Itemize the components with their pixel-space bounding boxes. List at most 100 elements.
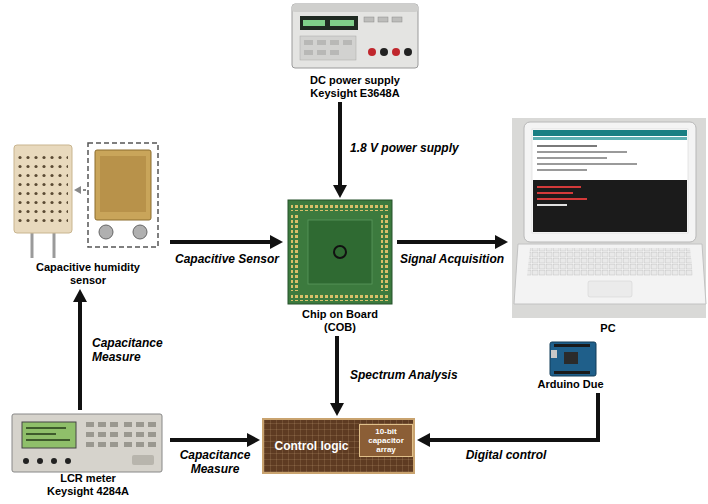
arduino-board-picture-part [551,350,557,358]
flow-arrow [333,102,347,198]
lcr-meter-picture-part [148,422,156,427]
lcr-meter-picture-part [136,422,144,427]
laptop-picture-part [588,281,632,297]
humidity-sensor-picture-part [100,156,146,212]
edge-label: 1.8 V power supply [350,141,459,155]
arrow-shaft [78,300,82,410]
flow-arrow [330,336,344,416]
lcr-meter-picture-part [23,458,29,464]
arduino-board-picture-part [554,371,590,374]
laptop-picture [512,118,706,318]
dc-power-supply-picture-part [292,4,418,12]
edge-label: Capacitive Sensor [175,252,279,266]
chip-on-board-node: Chip on Board (COB) [285,200,395,334]
lcr-meter-picture-part [12,414,162,472]
arrow-head [495,235,508,249]
lcr-meter-picture-part [98,432,106,437]
capacitor-array-node: 10-bit capacitor array [359,424,413,457]
dc-power-supply-picture-part [378,17,388,22]
edge-label: Capacitance Measure [170,448,260,476]
pc-node: PC [510,118,706,335]
laptop-picture-part [537,163,637,165]
laptop-picture-part [537,157,607,159]
laptop-picture-part [537,169,587,171]
lcr-meter-picture-part [86,442,94,447]
dc-power-supply-picture-part [304,50,313,55]
humidity-sensor-picture [14,143,158,258]
edge-label: Capacitance Measure [92,336,182,364]
flow-arrow [397,235,508,249]
lcr-meter-picture-part [148,442,156,447]
arrow-head [247,433,260,447]
dc-power-supply-picture [292,4,418,68]
lcr-meter-picture-part [148,432,156,437]
arrow-shaft [428,393,598,440]
laptop-picture-part [533,180,687,232]
device-caption: Keysight 4284A [8,485,168,498]
device-caption: DC power supply [290,74,420,87]
dc-power-supply-picture-part [330,50,339,55]
block-label: 10-bit capacitor array [362,427,410,454]
arrow-head [333,185,347,198]
humidity-sensor-picture-part [133,225,147,239]
lcr-meter-picture-part [51,458,57,464]
dc-power-supply-picture-part [392,17,402,22]
chip-on-board-picture-part [291,213,299,291]
laptop-picture-part [537,204,567,206]
arrow-head [417,433,430,447]
arduino-node: Arduino Due [533,340,608,391]
dc-power-supply-picture-part [300,36,356,60]
laptop-picture-part [533,130,687,136]
lcr-meter-picture-part [37,458,43,464]
lcr-meter-picture-part [110,432,118,437]
laptop-picture-part [537,186,581,188]
humidity-sensor-picture-part [14,145,72,233]
device-caption: LCR meter [8,472,168,485]
dc-power-supply-picture-part [292,4,418,68]
lcr-meter-picture-part [22,422,76,448]
humidity-sensor-picture-part [95,150,151,220]
lcr-meter-picture-part [26,433,56,435]
arrow-shaft [335,336,339,405]
lcr-meter-picture-part [124,422,132,427]
arrow-head [73,289,87,302]
lcr-meter-picture-part [86,422,94,427]
chip-on-board-picture-part [308,220,372,284]
chip-on-board-picture-part [381,213,389,291]
chip-on-board-picture-part [291,203,389,211]
device-caption: Chip on Board (COB) [290,308,390,334]
chip-on-board-picture [288,200,392,304]
lcr-meter-picture-part [110,422,118,427]
dc-power-supply-picture-part [392,48,400,56]
lcr-meter-picture-part [124,432,132,437]
humidity-sensor-picture-part [18,150,68,226]
arrow-shaft [338,102,342,187]
dc-power-supply-picture-part [404,48,412,56]
dc-power-supply-picture-part [330,20,354,26]
laptop-picture-part [512,118,706,318]
lcr-meter-picture-part [26,427,66,429]
power-supply-node: DC power supplyKeysight E3648A [290,2,420,100]
laptop-picture-part [514,244,706,304]
dc-power-supply-picture-part [304,40,313,45]
humidity-sensor-picture-part [74,186,81,194]
dc-power-supply-picture-part [380,48,388,56]
lcr-meter-picture-part [136,432,144,437]
lcr-meter-picture-part [110,442,118,447]
arrow-head [270,235,283,249]
humidity-sensor-picture-part [88,143,158,247]
flow-arrow [73,289,87,410]
flow-arrow [170,235,283,249]
device-caption: Arduino Due [533,378,608,391]
lcr-meter-node: LCR meterKeysight 4284A [8,412,168,498]
lcr-meter-picture-part [98,422,106,427]
dc-power-supply-picture-part [300,16,358,30]
arrow-shaft [170,240,272,244]
arduino-board-picture [550,342,596,376]
device-caption: Capacitive humidity sensor [23,261,153,287]
chip-on-board-picture-part [334,246,346,258]
humidity-sensor-picture-part [99,225,113,239]
humidity-sensor-node: Capacitive humidity sensor [8,140,168,287]
chip-on-board-picture-part [288,200,392,304]
